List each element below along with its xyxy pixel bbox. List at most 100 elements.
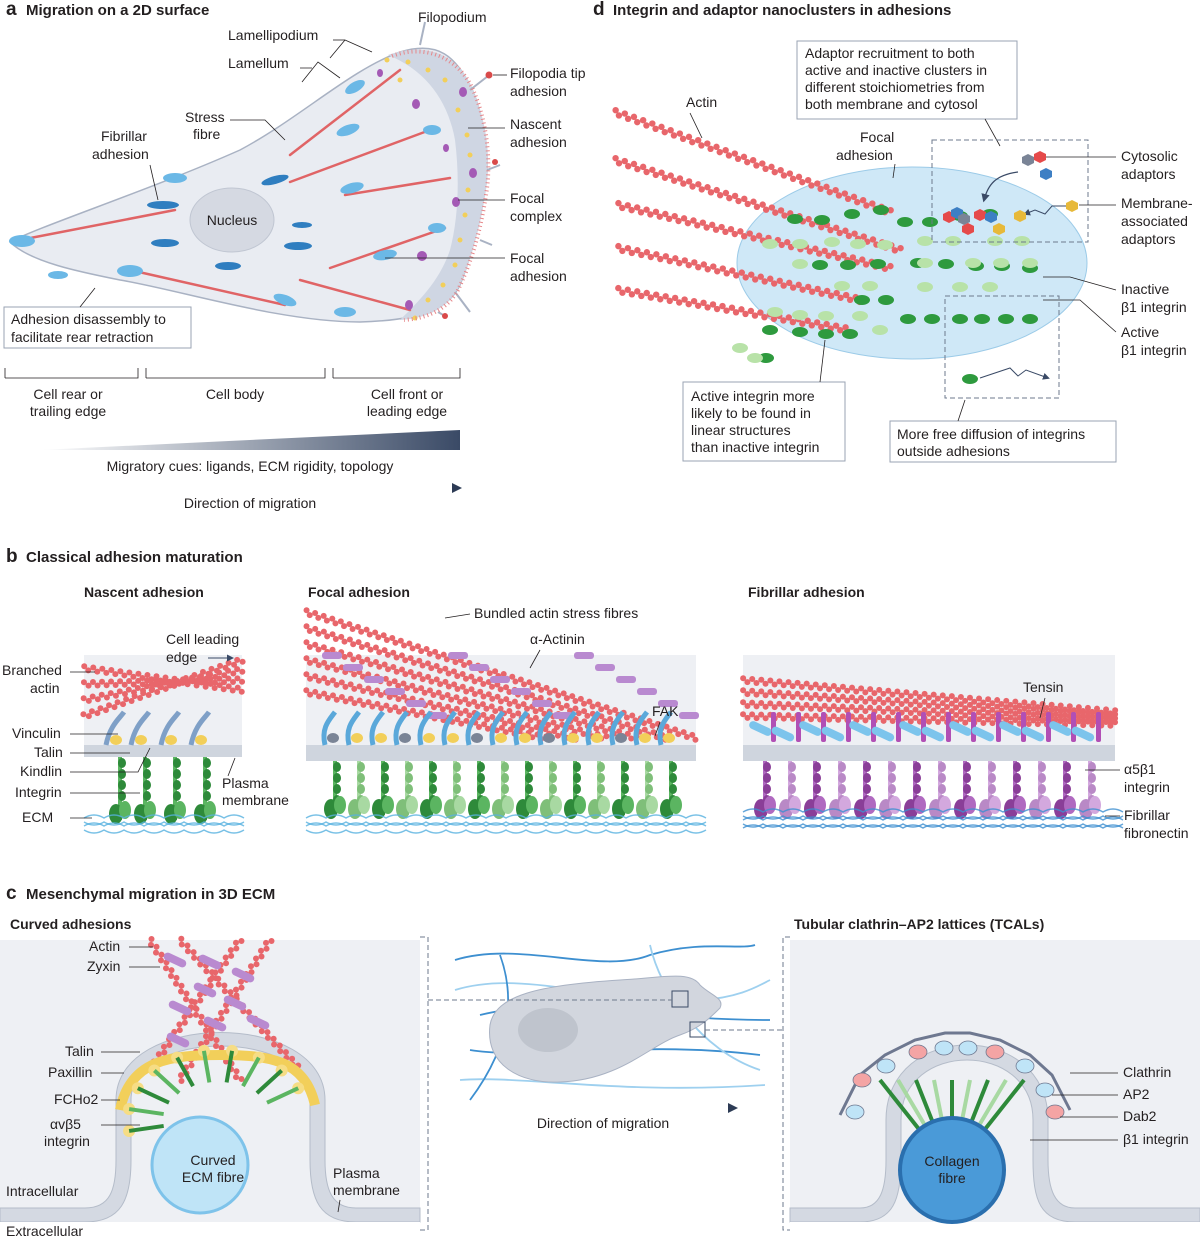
disassembly-label-2: facilitate rear retraction (11, 329, 153, 345)
actin-bead (880, 690, 887, 697)
actin-bead (468, 686, 475, 693)
actin-bead (532, 708, 539, 715)
actin-bead (112, 671, 119, 678)
lamellum-bracket (300, 61, 341, 83)
diffusion-path (979, 367, 1050, 380)
actin-bead (212, 1042, 219, 1049)
actin-bead (767, 677, 774, 684)
actin-bead (462, 696, 469, 703)
integrin-domain (203, 791, 211, 801)
actin-bead (748, 271, 755, 278)
actin-bead (568, 724, 575, 731)
actin-bead (572, 705, 579, 712)
actin-bead (216, 682, 223, 689)
ecm-fibre (454, 944, 756, 963)
actin-bead (723, 270, 730, 277)
actin-bead (139, 674, 146, 681)
actin-bead (704, 184, 711, 191)
integrin-domain (118, 758, 126, 768)
actin-bead (527, 717, 534, 724)
integrin-domain (143, 780, 151, 790)
integrin-domain (333, 773, 341, 783)
actin-bead (762, 692, 769, 699)
actin-bead (652, 125, 659, 133)
actin-bead (196, 991, 203, 998)
actin-bead (148, 687, 155, 694)
actin-bead (749, 711, 756, 718)
actin-bead (685, 133, 693, 141)
filopodia-tip-label-2: adhesion (510, 83, 567, 99)
actin-bead (641, 726, 648, 733)
fibronectin-label-1: Fibrillar (1124, 807, 1170, 823)
actin-bead (424, 660, 431, 667)
actin-bead (1057, 712, 1064, 719)
actin-bead (935, 718, 942, 725)
actin-bead (840, 252, 847, 259)
actin-bead (477, 676, 484, 683)
actin-bead (276, 1042, 283, 1049)
actin-bead (985, 696, 992, 703)
actin-bead (217, 1009, 224, 1016)
actin-bead (894, 705, 901, 712)
actin-bead (653, 291, 660, 298)
actin-bead (762, 680, 769, 687)
actin-bead (346, 651, 353, 658)
actin-bead (1021, 699, 1028, 706)
actin-bead (598, 723, 605, 730)
actin-bead (1075, 708, 1082, 715)
actin-bead (661, 128, 668, 136)
actin-bead (876, 714, 883, 721)
actin-bead (485, 691, 492, 698)
actin-bead (368, 690, 375, 697)
integrin-head (406, 796, 418, 814)
actin-bead (489, 695, 496, 702)
actin-bead (184, 942, 191, 949)
integrin-domain (381, 773, 389, 783)
actin-bead (621, 157, 628, 165)
actin-bead (433, 676, 440, 683)
actin-bead (392, 704, 399, 711)
actin-bead (383, 637, 390, 644)
actin-bead (463, 717, 470, 724)
actin-bead (230, 679, 237, 686)
actin-bead (727, 225, 735, 233)
zyxin (223, 995, 247, 1011)
integrin-head (174, 801, 186, 819)
actin-bead (321, 690, 328, 697)
actin-bead (315, 677, 322, 684)
actin-bead (144, 672, 151, 679)
actin-bead (1112, 719, 1119, 726)
actin-bead (825, 252, 832, 259)
actin-bead (395, 682, 402, 689)
cytosolic-adaptors (981, 151, 1052, 203)
actin-bead (306, 643, 313, 650)
direction-label-c: Direction of migration (537, 1115, 669, 1131)
actin-bead (871, 690, 878, 697)
actin-bead (89, 678, 96, 685)
actin-bead (612, 706, 619, 713)
actin-bead (962, 705, 969, 712)
integrin-head (1089, 796, 1101, 814)
actin-bead (830, 703, 837, 710)
actin-bead (178, 935, 185, 942)
actin-bead (833, 289, 840, 297)
actin-bead (223, 1007, 230, 1014)
actin-bead (837, 294, 844, 301)
actin-bead (934, 711, 941, 718)
actin-bead (229, 687, 236, 694)
actin-bead (603, 733, 610, 740)
actin-bead (799, 178, 806, 186)
nascent-adhesions (377, 69, 477, 310)
actin-bead (212, 969, 219, 976)
tensin-bar (849, 721, 872, 736)
actin-bead (271, 1041, 278, 1048)
actin-bead (771, 692, 778, 699)
actin-bead (381, 647, 388, 654)
actin-bead (948, 693, 955, 700)
actin-bead (303, 687, 310, 694)
actin-bead (341, 623, 348, 630)
actin-bead (329, 662, 336, 669)
actin-bead (390, 649, 397, 656)
actin-bead (506, 689, 513, 696)
